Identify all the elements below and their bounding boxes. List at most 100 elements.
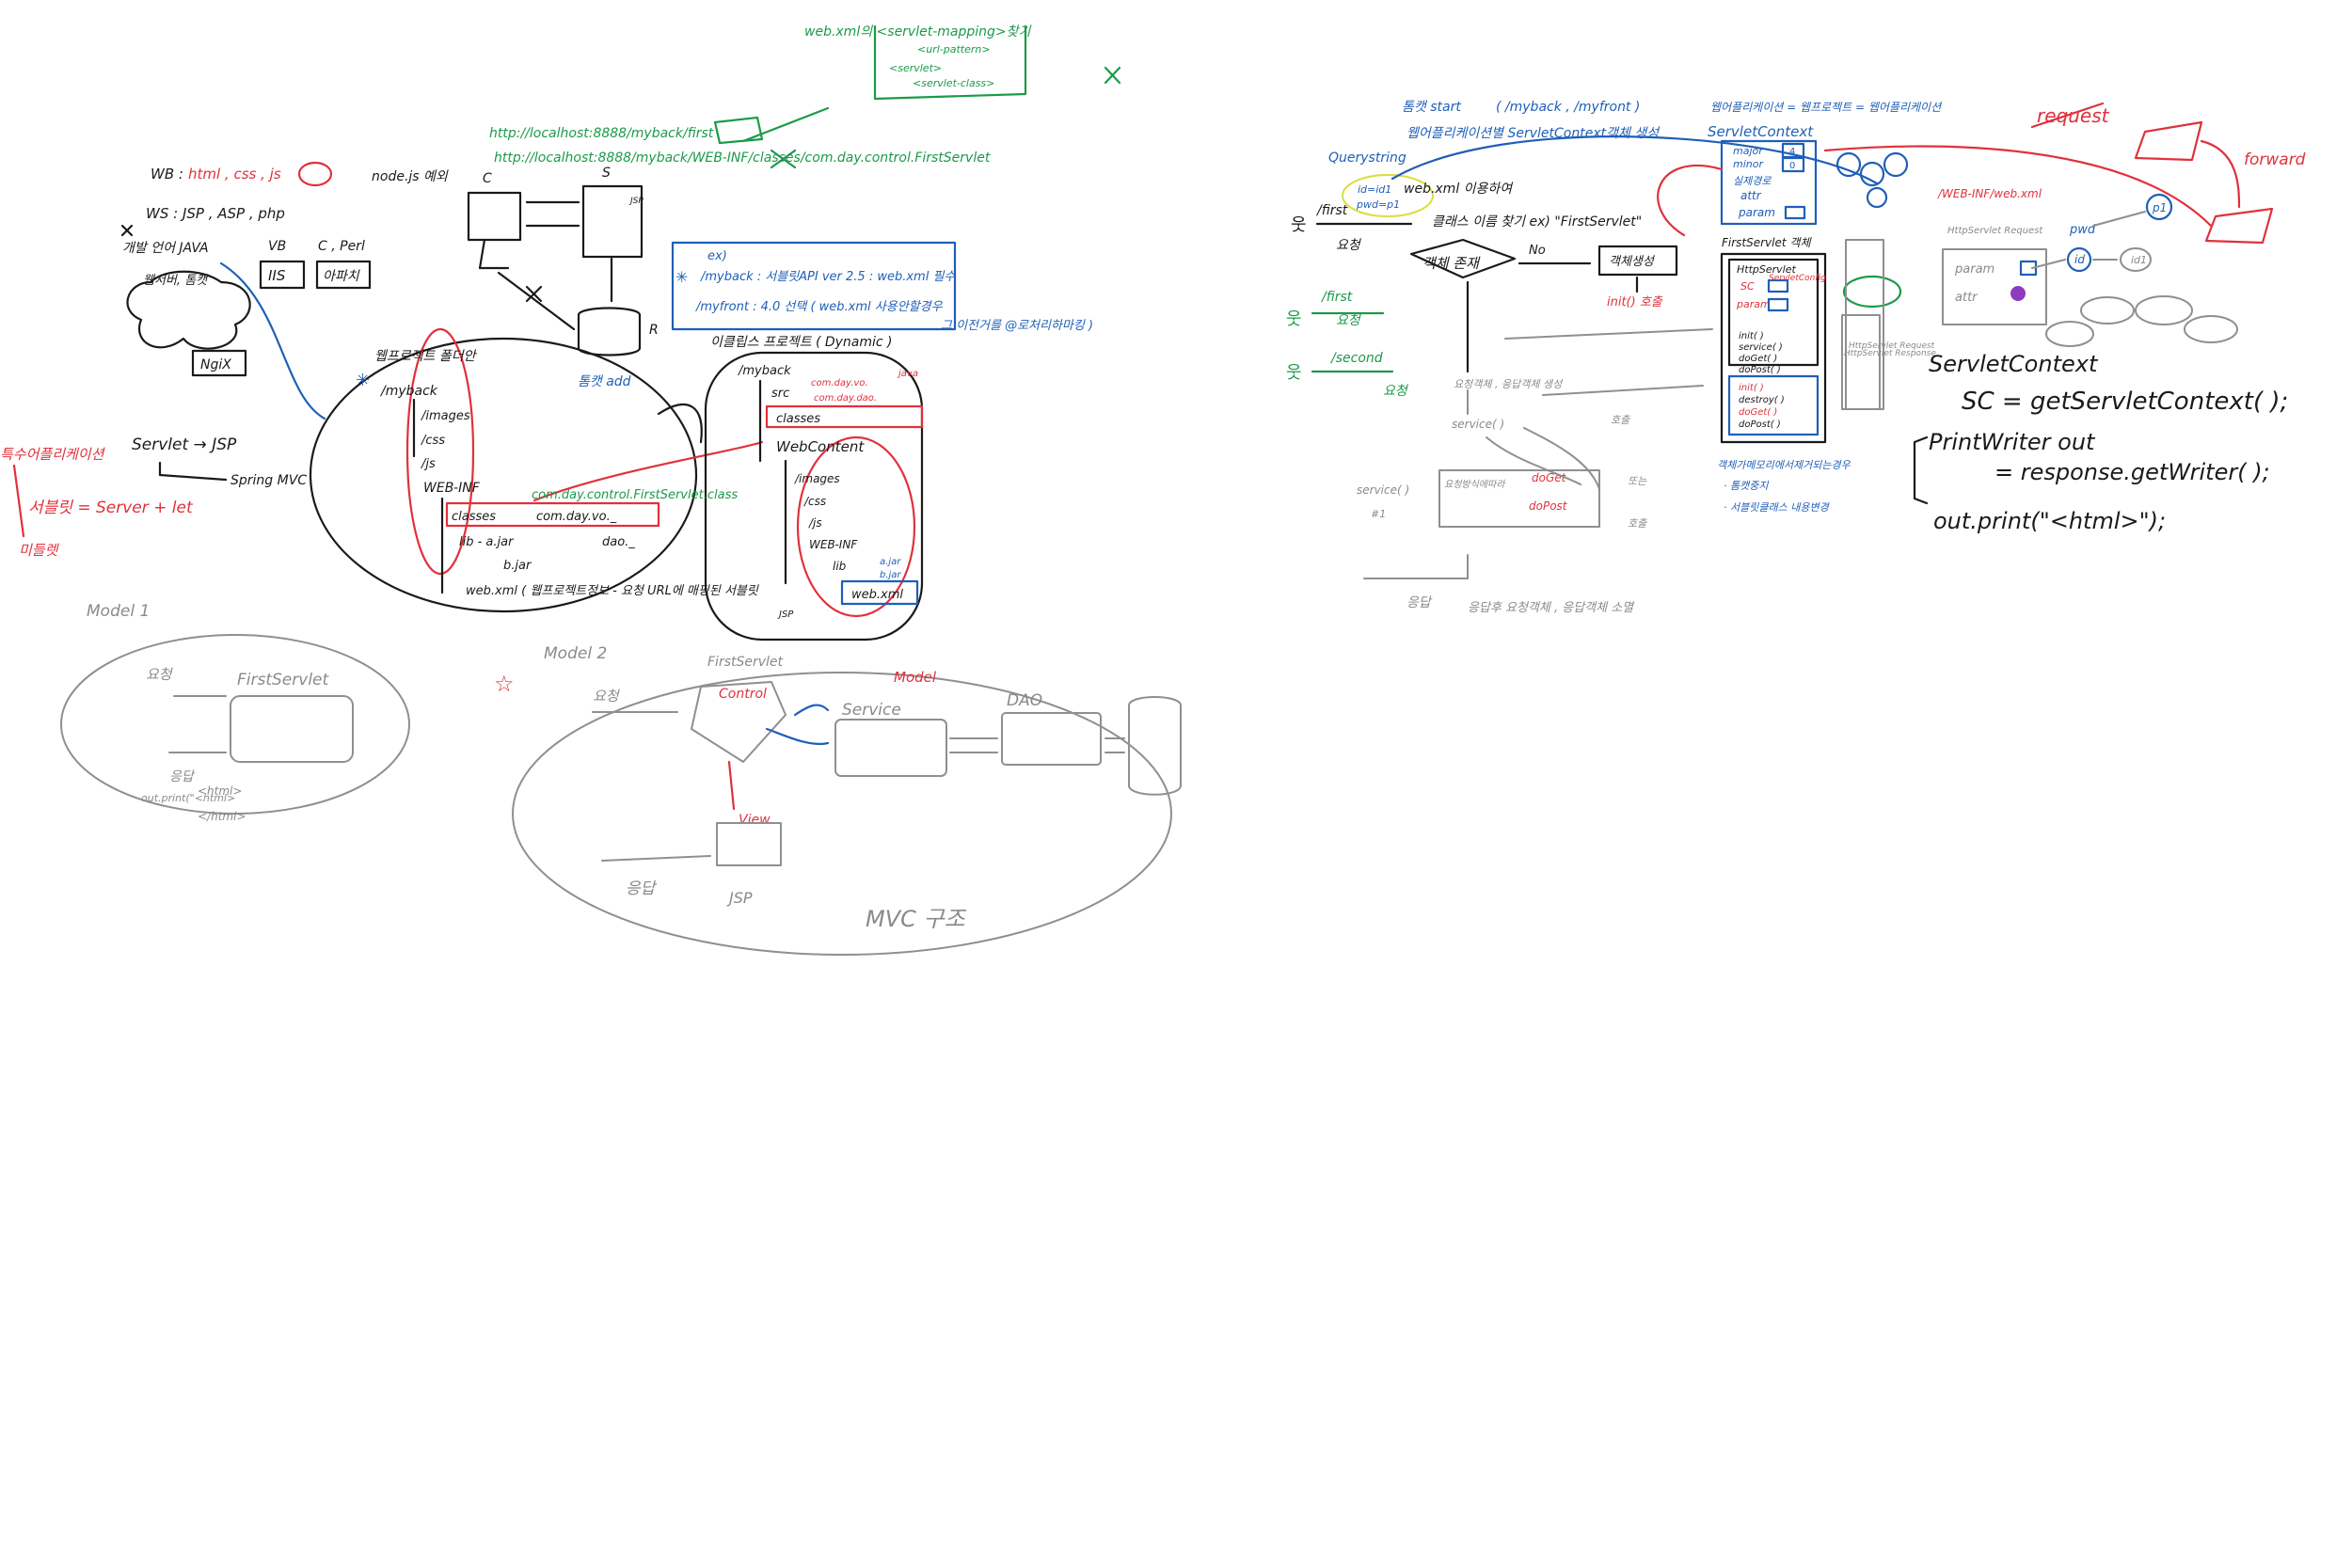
webxml-info: web.xml ( 웹프로젝트정보 - 요청 URL에 매핑된 서블릿 [466,584,759,598]
js-folder: /js [421,457,436,471]
param-field: param [1736,298,1771,310]
model1-firstservlet: FirstServlet [237,671,329,689]
wb-value: html , css , js [188,166,281,182]
gray-cloud-4 [2046,322,2093,346]
special-app: 특수어플리케이션 [0,446,106,463]
service-h: #1 [1371,508,1386,520]
arrow-response [1364,555,1468,578]
client-computer-icon [469,193,520,240]
iis-label: IIS [268,267,286,284]
url-2: http://localhost:8888/myback/WEB-INF/cla… [494,150,991,166]
service-method: service( ) [1739,342,1783,353]
ws-label: WS : JSP , ASP , php [146,205,285,222]
id-label: id [2074,253,2085,266]
m2-arrows-dao-db [1105,738,1124,752]
out-code: out.print("<html>"); [1933,508,2166,534]
or-label: 또는 [1628,475,1647,487]
gray-cloud-1 [2081,297,2134,324]
m2-firstservlet: FirstServlet [707,655,784,670]
req-attr: attr [1955,291,1979,305]
ajar-eclipse: a.jar [880,557,901,567]
m2-service-box [835,720,946,776]
webxml-mapping-note: web.xml의 <servlet-mapping>찾기 [804,24,1032,40]
css-folder: /css [421,434,445,448]
querystring-label: Querystring [1328,150,1406,166]
spring-mvc: Spring MVC [230,473,307,488]
tomcat-start-notes: 톰캣 start ( /myback , /myfront ) 웹어플리케이션 … [1328,100,1943,166]
js-eclipse: /js [808,516,822,530]
attr-label: attr [1740,189,1762,202]
webxml-eclipse: web.xml [851,588,903,602]
doget-method: doGet( ) [1739,354,1777,364]
model1-response: 응답 [169,769,196,784]
nginx-label: NgiX [200,357,231,372]
webapp-note: 웹어플리케이션 = 웹프로젝트 = 웹어플리케이션 [1710,101,1943,114]
req-param: param [1954,262,1994,277]
blue-circle-3 [1884,153,1907,176]
red-bracket [14,466,24,536]
version-note-box: ex) /myback : 서블릿API ver 2.5 : web.xml 필… [673,243,1093,333]
http-resp-box [1842,315,1880,409]
sc-code: SC = getServletContext( ); [1962,388,2288,416]
model1-request: 요청 [146,666,174,683]
dopost2-method: doPost( ) [1739,420,1781,430]
project-folder-tree: 웹프로젝트 폴더안 /myback /images /css /js WEB-I… [310,329,762,611]
fs-obj-title: FirstServlet 객체 [1722,236,1812,249]
minor-val: 0 [1789,161,1795,171]
init-call: init() 호출 [1607,295,1663,309]
webxml-use: web.xml 이용하여 [1404,182,1514,197]
class-find: 클래스 이름 찾기 ex) "FirstServlet" [1432,214,1642,230]
first-req2: /first [1320,290,1353,305]
m2-service: Service [842,701,901,720]
code-bracket [1915,437,1927,503]
com-day-vo: com.day.vo._ [536,510,617,524]
service-box [1439,470,1599,527]
request-label: 요청 [1336,238,1362,253]
servlet-jsp: Servlet → JSP [132,436,237,454]
css-eclipse: /css [803,495,826,508]
req-obj: 요청객체 , 응답객체 생성 [1454,378,1564,390]
servlet-class-tag: <servlet-class> [913,77,994,89]
myback-folder: /myback [379,384,438,399]
m2-arrow-to-view [729,762,734,809]
tomcat-add: 톰캣 add [578,374,631,389]
webinf-green: /WEB-INF/web.xml [1937,187,2042,200]
client-label: C [483,171,492,186]
lib-eclipse: lib [833,560,847,573]
service-call: service( ) [1452,418,1504,431]
m2-response: 응답 [626,879,658,898]
firstservlet-object: FirstServlet 객체 HttpServlet SC param Ser… [1717,236,1936,514]
call2-label: 호출 [1628,517,1647,530]
star-blue-icon: ✳ [675,268,688,286]
model1-diagram: Model 1 요청 FirstServlet 응답 out.print("<h… [61,602,409,823]
js-circle [299,163,331,185]
dopost-method: doPost( ) [1739,365,1781,375]
classes-eclipse: classes [776,412,820,426]
green-ellipse [1844,277,1900,307]
servlet-notes: Servlet → JSP Spring MVC 특수어플리케이션 서블릿 = … [0,436,307,559]
nodejs-label: node.js 예외 [372,169,449,184]
c-perl-label: C , Perl [318,239,365,254]
arrow-deploy [659,404,702,442]
dev-lang: 개발 언어 JAVA [122,241,209,256]
param-links [2032,212,2145,268]
ex-label: ex) [707,249,727,263]
m2-model: Model [894,669,937,686]
service-label: service( ) [1357,483,1409,497]
src-folder: src [771,387,789,401]
init2-method: init( ) [1739,383,1764,393]
http-req-box [1846,240,1883,409]
web-server-notes: WB : html , css , js WS : JSP , ASP , ph… [122,163,370,419]
classes-folder: classes [452,510,496,524]
webinf-eclipse: WEB-INF [809,538,858,551]
forward-label: forward [2244,150,2306,169]
model2-diagram: Model 2 ☆ 요청 FirstServlet Control Model … [494,644,1181,955]
gray-line-fs-2 [1543,386,1703,395]
destroy-method: destroy( ) [1739,395,1785,405]
person-icon-2: 웃 [1286,309,1302,329]
m2-dao-box [1002,713,1101,765]
http-resp-label: HttpServlet Response [1844,349,1936,358]
sc-title: ServletContext [1708,123,1814,140]
arrow-c-to-db-crossed [499,273,574,329]
pw-code-2: = response.getWriter( ); [1994,459,2270,485]
